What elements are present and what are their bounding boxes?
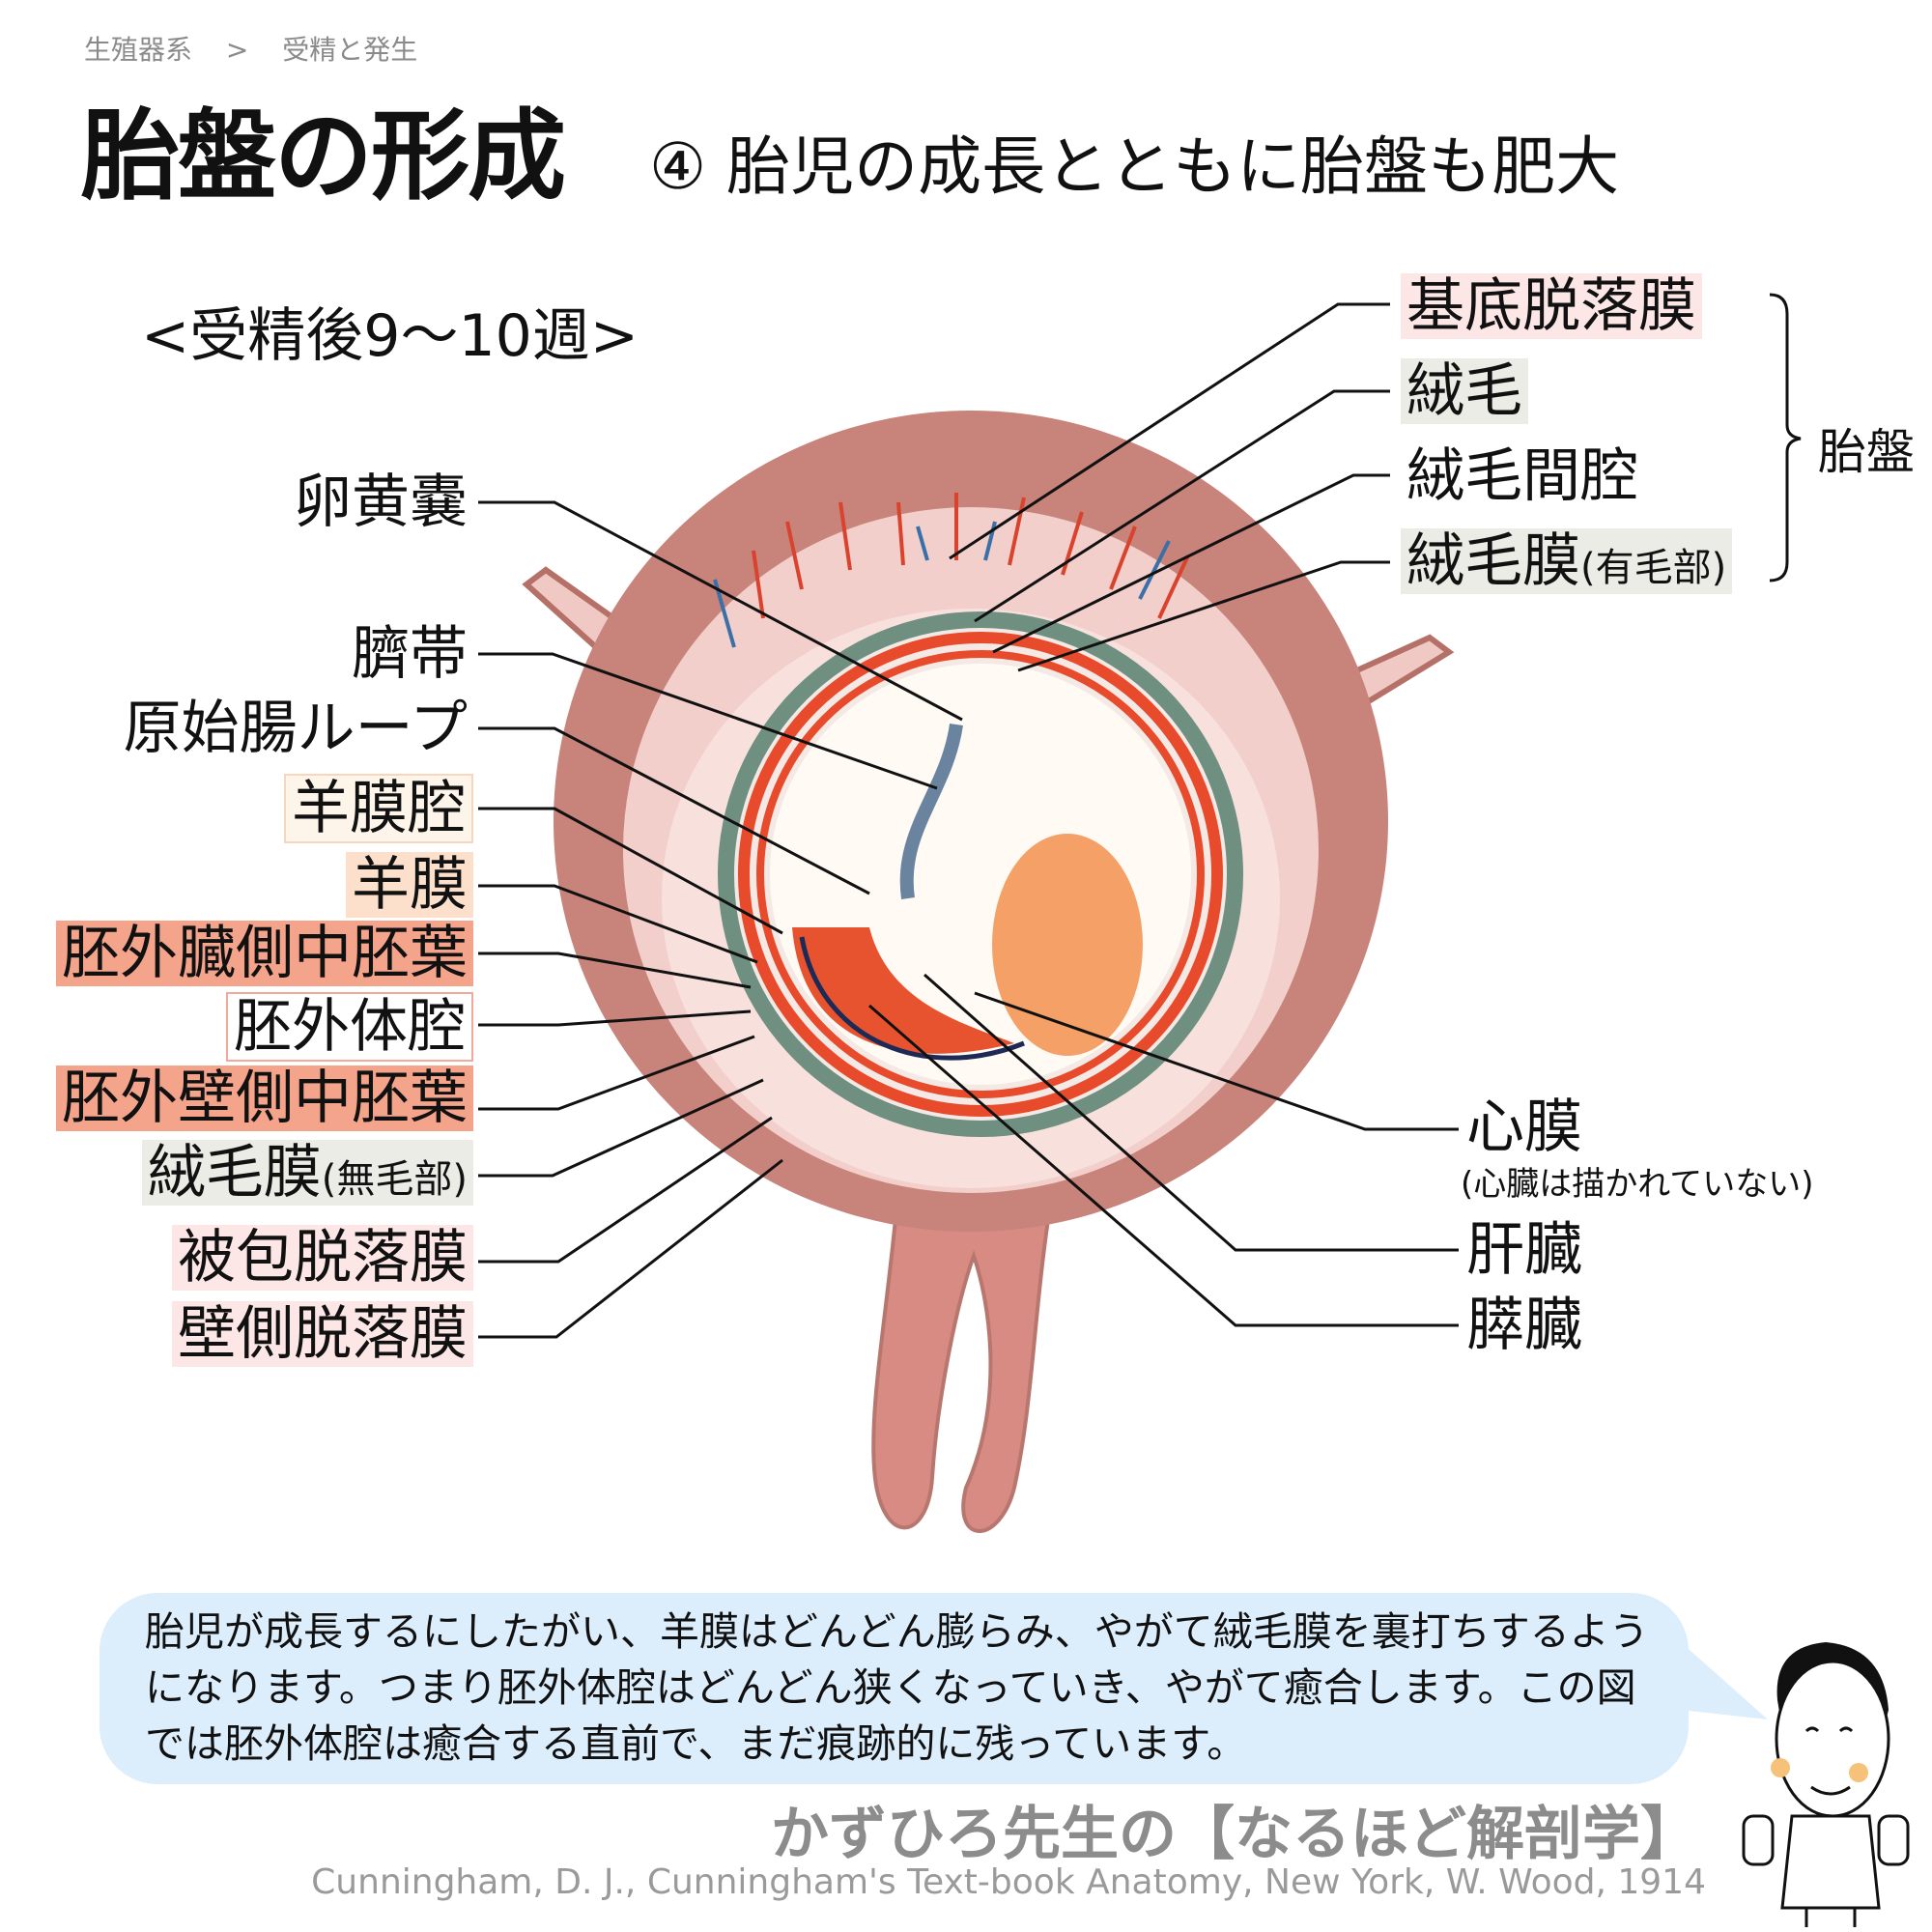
label-chorion-laeve: 絨毛膜(無毛部)	[141, 1139, 473, 1207]
label-chorion-frondosum-note: (有毛部)	[1580, 546, 1727, 590]
label-liver: 肝臓	[1466, 1216, 1582, 1284]
label-pericardium-note: (心臓は描かれていない)	[1461, 1165, 1814, 1204]
speech-bubble	[99, 1593, 1689, 1784]
label-extraembryonic-parietal-mesoderm: 胚外壁側中胚葉	[56, 1065, 473, 1131]
explanation-text: 胎児が成長するにしたがい、羊膜はどんどん膨らみ、やがて絨毛膜を裏打ちするようにな…	[145, 1608, 1649, 1767]
label-primitive-gut-loop: 原始腸ループ	[123, 695, 468, 762]
cervix	[871, 1186, 1056, 1533]
label-chorion-laeve-text: 絨毛膜	[147, 1139, 322, 1207]
label-extraembryonic-visceral-mesoderm: 胚外臓側中胚葉	[56, 921, 473, 986]
label-amniotic-cavity: 羊膜腔	[284, 774, 473, 843]
breadcrumb-item-reproductive-system[interactable]: 生殖器系	[84, 34, 193, 66]
label-basal-decidua: 基底脱落膜	[1401, 273, 1702, 339]
label-villi: 絨毛	[1401, 358, 1528, 424]
label-yolk-sac: 卵黄嚢	[294, 469, 468, 536]
breadcrumb-separator: >	[225, 34, 249, 66]
label-chorion-frondosum: 絨毛膜(有毛部)	[1401, 527, 1733, 595]
label-amnion: 羊膜	[346, 852, 473, 918]
villi	[713, 493, 1190, 648]
label-pancreas: 膵臓	[1466, 1292, 1582, 1359]
label-decidua-parietalis: 壁側脱落膜	[172, 1301, 473, 1367]
label-decidua-capsularis: 被包脱落膜	[172, 1225, 473, 1291]
label-placenta: 胎盤	[1818, 424, 1915, 480]
citation: Cunningham, D. J., Cunningham's Text-boo…	[311, 1862, 1706, 1902]
leader-lines	[478, 302, 1459, 1339]
breadcrumb: 生殖器系 > 受精と発生	[84, 29, 442, 68]
brand-logo-text: かずひろ先生の【なるほど解剖学】	[771, 1801, 1698, 1868]
embryo-head	[992, 834, 1143, 1056]
label-extraembryonic-coelom: 胚外体腔	[226, 992, 473, 1062]
label-umbilical-cord: 臍帯	[352, 620, 468, 688]
breadcrumb-item-fertilization[interactable]: 受精と発生	[282, 34, 418, 66]
extraembryonic-mesoderm-ring	[738, 632, 1223, 1117]
label-chorion-laeve-note: (無毛部)	[321, 1157, 468, 1202]
page-subtitle: ④ 胎児の成長とともに胎盤も肥大	[649, 129, 1620, 204]
label-chorion-frondosum-text: 絨毛膜	[1406, 527, 1580, 595]
amnion-ring	[756, 650, 1205, 1098]
label-intervillous-space: 絨毛間腔	[1406, 442, 1638, 510]
umbilical-cord	[899, 723, 963, 899]
placenta-bracket	[1769, 293, 1802, 582]
page-title: 胎盤の形成	[81, 99, 566, 214]
label-pericardium: 心膜	[1466, 1094, 1582, 1161]
period-label: <受精後9〜10週>	[141, 302, 639, 370]
